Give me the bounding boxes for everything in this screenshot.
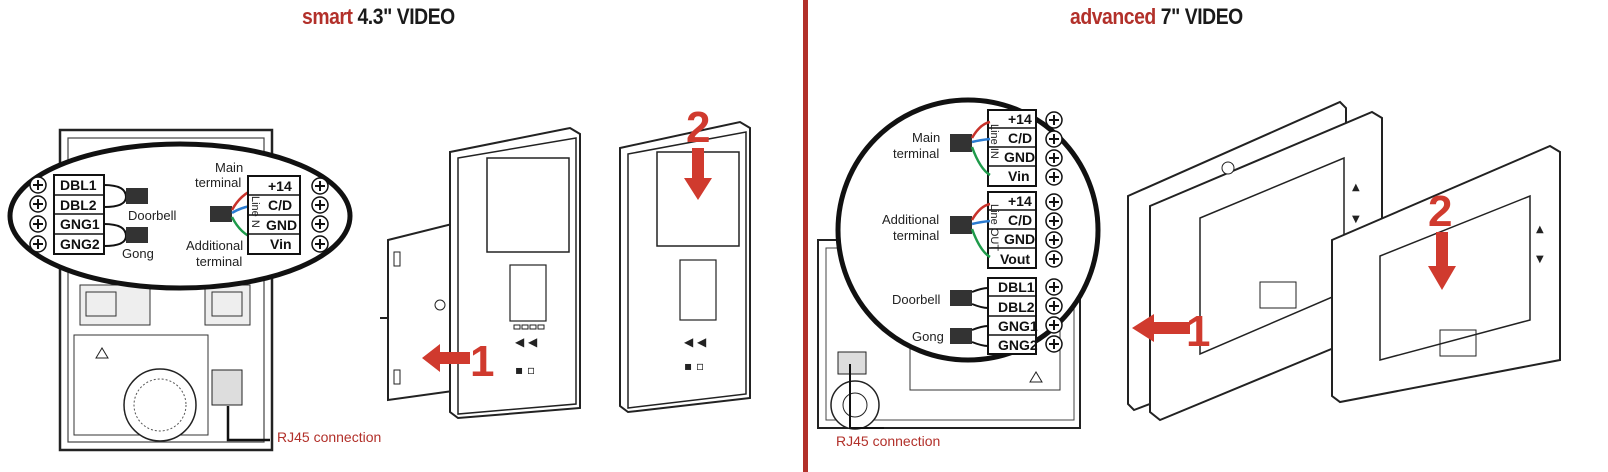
adv-additional-terminal-label: terminal <box>893 228 939 243</box>
rj45-socket-adv <box>837 351 867 375</box>
svg-text:▪ ▫: ▪ ▫ <box>684 359 704 373</box>
step2-label-left: 2 <box>686 103 710 152</box>
main-label: Main <box>215 160 243 175</box>
svg-text:▲: ▲ <box>1536 224 1544 235</box>
section-divider <box>803 0 808 472</box>
adv-gng2: GNG2 <box>998 337 1038 353</box>
svg-text:◀ ◀: ◀ ◀ <box>515 335 538 349</box>
adv-main-terminal-label: terminal <box>893 146 939 161</box>
adv-doorbell-label: Doorbell <box>892 292 941 307</box>
adv-main-plus14: +14 <box>1008 111 1032 127</box>
left-title: smart 4.3" VIDEO <box>302 4 455 30</box>
rj45-label-right: RJ45 connection <box>836 433 940 449</box>
adv-dbl1: DBL1 <box>998 279 1035 295</box>
terminal-gng1: GNG1 <box>60 216 100 232</box>
terminal-gng2: GNG2 <box>60 236 100 252</box>
adv-main-gnd: GND <box>1004 149 1035 165</box>
svg-text:▪ ▫: ▪ ▫ <box>515 363 535 377</box>
line-in-label: Line IN <box>988 124 1000 159</box>
right-title-accent: advanced <box>1070 4 1156 29</box>
main-terminal-label: terminal <box>195 175 241 190</box>
additional-terminal-label: terminal <box>196 254 242 269</box>
rj45-socket <box>211 369 243 406</box>
doorbell-label: Doorbell <box>128 208 177 223</box>
adv-add-gnd: GND <box>1004 231 1035 247</box>
adv-main-cd: C/D <box>1008 130 1032 146</box>
adv-dbl2: DBL2 <box>998 299 1035 315</box>
adv-add-vout: Vout <box>1000 251 1030 267</box>
svg-text:▲: ▲ <box>1352 182 1360 193</box>
smart-terminal-ellipse: DBL1 DBL2 GNG1 GNG2 Doorbell Gong Main t… <box>7 141 353 291</box>
terminal-plus14: +14 <box>268 178 292 194</box>
step2-arrow-right: 2 <box>1428 187 1456 290</box>
advanced-terminal-circle: +14 C/D GND Vin Line IN +14 C/D GND Vout… <box>835 97 1101 363</box>
step1-arrow-right: 1 <box>1132 307 1210 356</box>
terminal-gnd: GND <box>266 217 297 233</box>
gong-label: Gong <box>122 246 154 261</box>
adv-main-label: Main <box>912 130 940 145</box>
adv-additional-label: Additional <box>882 212 939 227</box>
adv-main-vin: Vin <box>1008 168 1030 184</box>
additional-label: Additional <box>186 238 243 253</box>
svg-text:▼: ▼ <box>1352 214 1360 225</box>
line-n-label: Line N <box>249 196 261 228</box>
smart-mounting-plate <box>380 220 461 402</box>
terminal-vin: Vin <box>270 236 292 252</box>
svg-text:▼: ▼ <box>1536 254 1544 265</box>
right-title: advanced 7" VIDEO <box>1070 4 1243 30</box>
terminal-cd: C/D <box>268 197 292 213</box>
step2-arrow-left: 2 <box>684 103 712 200</box>
rj45-label-left: RJ45 connection <box>277 429 381 445</box>
line-out-label: Line OUT <box>988 204 1000 251</box>
step1-label-left: 1 <box>470 337 494 386</box>
right-title-main: 7" VIDEO <box>1160 4 1244 29</box>
left-title-main: 4.3" VIDEO <box>357 4 455 29</box>
rj45-pointer-right: RJ45 connection <box>836 364 940 449</box>
step1-arrow-left: 1 <box>422 337 494 386</box>
adv-gong-label: Gong <box>912 329 944 344</box>
adv-gng1: GNG1 <box>998 318 1038 334</box>
step2-label-right: 2 <box>1428 187 1452 236</box>
left-title-accent: smart <box>302 4 353 29</box>
terminal-dbl2: DBL2 <box>60 197 97 213</box>
step1-label-right: 1 <box>1186 307 1210 356</box>
svg-text:◀ ◀: ◀ ◀ <box>684 335 707 349</box>
adv-add-cd: C/D <box>1008 212 1032 228</box>
adv-add-plus14: +14 <box>1008 193 1032 209</box>
terminal-dbl1: DBL1 <box>60 177 97 193</box>
smart-monitor-rear: ◀ ◀ ▪ ▫ <box>449 126 581 420</box>
smart-monitor-front: ◀ ◀ ▪ ▫ <box>619 120 751 414</box>
rj45-pointer-left: RJ45 connection <box>226 406 381 445</box>
